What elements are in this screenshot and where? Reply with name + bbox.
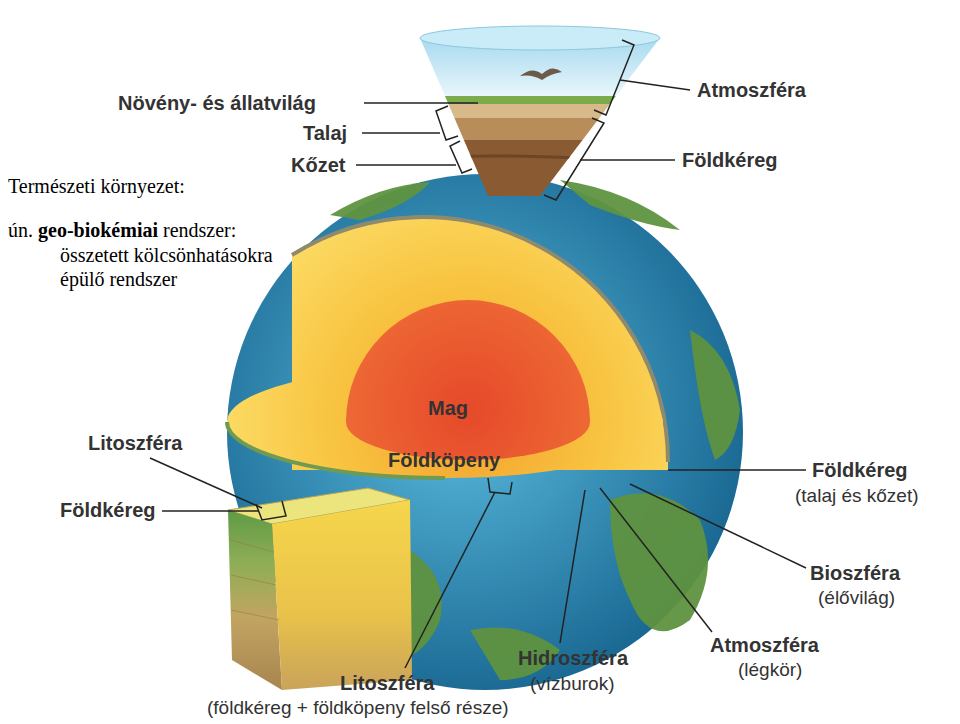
layer-label: Kőzet [291, 154, 345, 177]
layer-label: Talaj [303, 122, 347, 145]
layer-label: Atmoszféra [697, 79, 806, 102]
layer-label: Litoszféra [88, 432, 182, 455]
intro-text: összetett kölcsönhatásokra épülő rendsze… [60, 243, 300, 291]
sphere-label: Hidroszféra [518, 647, 628, 670]
sphere-label: Földkéreg [812, 459, 908, 482]
layer-label: Földkéreg [60, 499, 156, 522]
sphere-label: Atmoszféra [710, 634, 819, 657]
sphere-note: (élővilág) [818, 587, 895, 609]
core-label: Mag [428, 397, 468, 420]
sphere-note: (vízburok) [530, 673, 614, 695]
sphere-label: Litoszféra [340, 672, 434, 695]
sphere-label: Bioszféra [810, 562, 900, 585]
layer-label: Földkéreg [682, 149, 778, 172]
sphere-note: (földkéreg + földköpeny felső része) [207, 697, 509, 719]
intro-text: rendszer: [163, 219, 236, 242]
intro-keyword: geo-biokémiai [38, 219, 158, 242]
sphere-note: (légkör) [738, 659, 802, 681]
layer-label: Növény- és állatvilág [118, 92, 316, 115]
intro-text: Természeti környezet: [8, 175, 185, 198]
sphere-note: (talaj és kőzet) [795, 485, 919, 507]
mantle-label: Földköpeny [388, 449, 500, 472]
intro-text: ún. [8, 219, 33, 242]
